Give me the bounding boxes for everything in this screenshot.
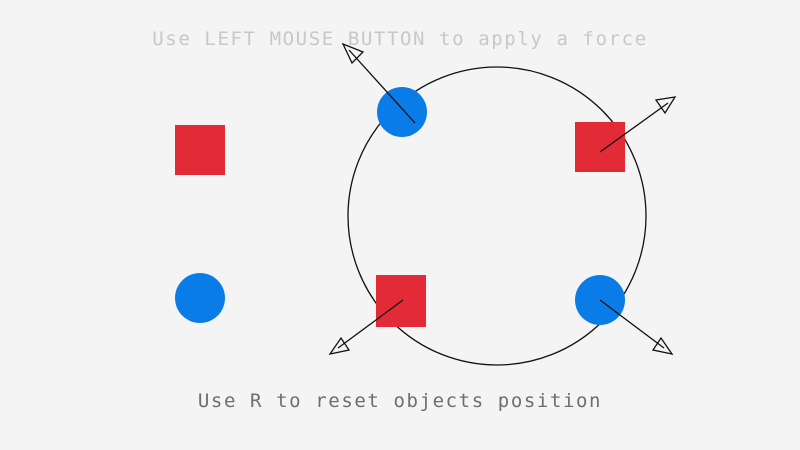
- force-arrow-ball-bottom-right: [599, 299, 674, 355]
- arrowhead: [328, 336, 351, 355]
- hint-apply-force: Use LEFT MOUSE BUTTON to apply a force: [152, 28, 648, 50]
- ball-bottom-left[interactable]: [175, 273, 225, 323]
- box-top-left[interactable]: [175, 125, 225, 175]
- arrowhead: [651, 336, 674, 355]
- arrowhead: [654, 96, 677, 115]
- arrowhead: [341, 42, 365, 65]
- force-arrow-ball-top-center: [341, 42, 416, 124]
- constraint-circle: [347, 66, 647, 366]
- box-top-right[interactable]: [575, 122, 625, 172]
- force-arrow-box-top-right: [599, 96, 677, 153]
- ball-top-center[interactable]: [377, 87, 427, 137]
- arrow-shaft: [348, 49, 416, 124]
- force-arrow-box-bottom-center: [328, 299, 404, 355]
- arrow-shaft: [337, 299, 404, 349]
- hint-reset-objects: Use R to reset objects position: [197, 390, 603, 412]
- arrow-shaft: [599, 299, 665, 349]
- arrow-shaft: [599, 102, 669, 153]
